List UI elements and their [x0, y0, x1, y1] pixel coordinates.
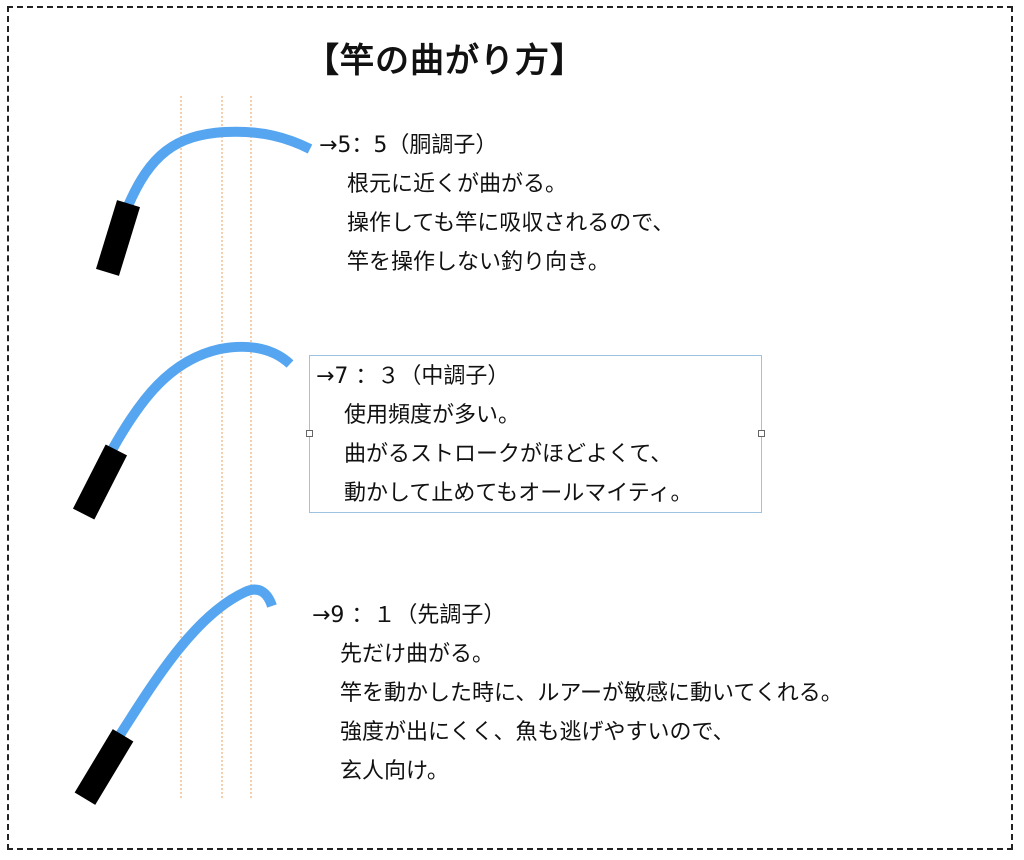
- rod-1-grip: [95, 200, 141, 276]
- rod-3-line: 竿を動かした時に、ルアーが敏感に動いてくれる。: [340, 681, 843, 706]
- rod-1-blank: [123, 126, 313, 208]
- rod-2-grip: [72, 444, 128, 520]
- rod-2-line: 使用頻度が多い。: [344, 403, 521, 428]
- rod-1-line: 根元に近くが曲がる。: [347, 172, 568, 197]
- rod-3-blank: [113, 584, 277, 741]
- resize-handle-left[interactable]: [306, 430, 313, 437]
- rod-2-heading: →7 ：３（中調子）: [316, 364, 510, 389]
- rod-2-line: 曲がるストロークがほどよくて、: [344, 442, 673, 467]
- rod-1-line: 竿を操作しない釣り向き。: [347, 250, 610, 275]
- rod-2-line: 動かして止めてもオールマイティ。: [344, 481, 693, 506]
- rod-3-line: 先だけ曲がる。: [340, 642, 495, 667]
- rod-3-heading: →9 ：１（先調子）: [312, 603, 506, 628]
- rod-3: [74, 584, 277, 805]
- resize-handle-right[interactable]: [758, 430, 765, 437]
- rod-2-blank: [107, 341, 294, 453]
- rod-1-description: →5：5（胴調子） 根元に近くが曲がる。 操作しても竿に吸収されるので、 竿を操…: [319, 126, 674, 282]
- rod-2-description[interactable]: →7 ：３（中調子） 使用頻度が多い。 曲がるストロークがほどよくて、 動かして…: [316, 357, 692, 513]
- page-title: 【竿の曲がり方】: [305, 41, 585, 81]
- rod-1-line: 操作しても竿に吸収されるので、: [347, 211, 675, 236]
- rod-1-heading: →5：5（胴調子）: [319, 133, 498, 158]
- rod-2: [72, 341, 294, 520]
- rod-3-grip: [74, 729, 134, 805]
- rod-3-line: 強度が出にくく、魚も逃げやすいので、: [340, 720, 735, 745]
- rod-1: [95, 126, 313, 276]
- rod-3-line: 玄人向け。: [340, 759, 449, 784]
- rod-3-description: →9 ：１（先調子） 先だけ曲がる。 竿を動かした時に、ルアーが敏感に動いてくれ…: [312, 596, 843, 791]
- dashed-frame: [7, 6, 1013, 850]
- text-selection-box[interactable]: [306, 355, 765, 513]
- guide-lines: [180, 96, 252, 800]
